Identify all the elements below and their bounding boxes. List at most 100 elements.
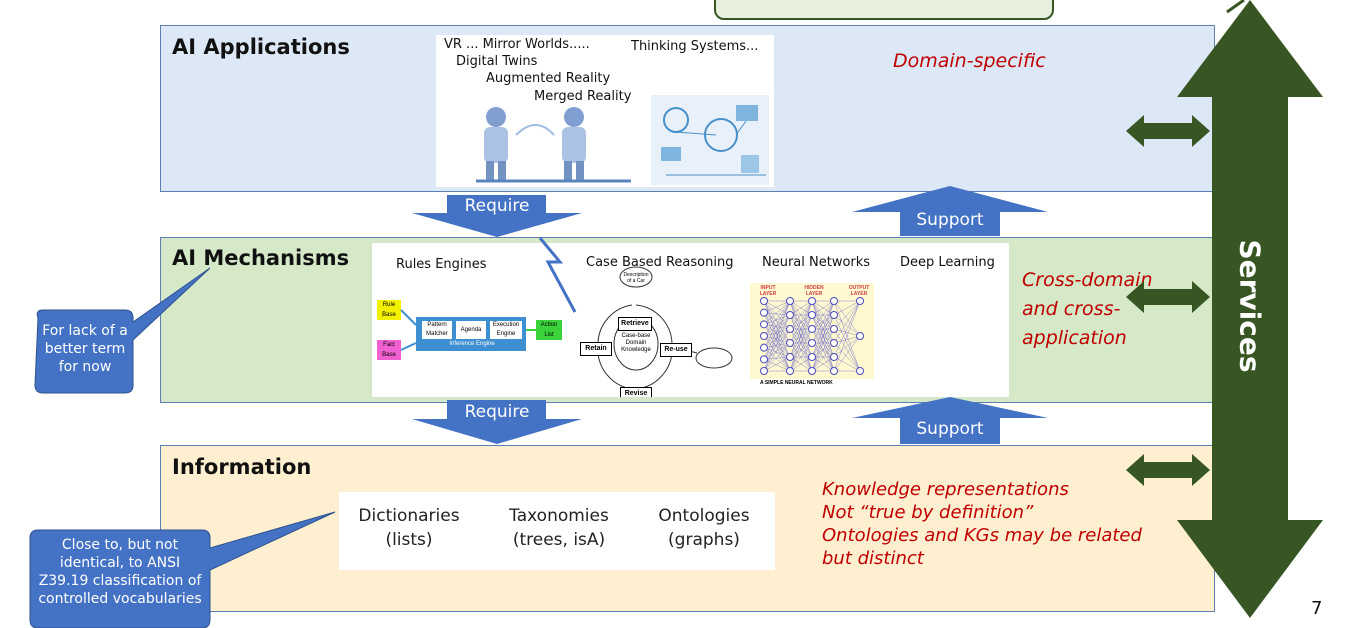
nn-node [808, 367, 816, 375]
agenda-box: Agenda [456, 321, 486, 339]
nn-edge [833, 300, 861, 316]
digital-twins-label: Digital Twins [456, 54, 538, 69]
nn-edge [763, 314, 791, 348]
nn-edge [763, 314, 791, 325]
callout-information-text: Close to, but not identical, to ANSI Z39… [30, 536, 210, 608]
action-list-box: Action List [536, 320, 562, 340]
nn-node [808, 311, 816, 319]
services-link-mechanisms-arrow [1126, 281, 1210, 313]
nn-output-label: OUTPUT LAYER [848, 285, 870, 297]
ontologies-label: Ontologies [658, 506, 750, 526]
nn-caption: A SIMPLE NEURAL NETWORK [760, 380, 833, 386]
thinking-systems-label: Thinking Systems... [631, 39, 759, 54]
callout-mechanisms-text: For lack of a better term for now [38, 322, 132, 376]
nn-edge [789, 300, 813, 358]
nn-node [830, 311, 838, 319]
nn-node [830, 325, 838, 333]
cbr-revise-box: Revise [620, 387, 652, 397]
nn-edge [763, 356, 791, 372]
nn-edge [833, 314, 861, 337]
lightning-connector [538, 237, 577, 313]
cbr-retain-box: Retain [580, 342, 612, 356]
nn-edge [763, 312, 791, 372]
support-top-arrow [852, 186, 1048, 236]
nn-node [808, 339, 816, 347]
nn-edge [833, 335, 861, 372]
callout-mechanisms-line-3: for now [58, 359, 112, 375]
require-bottom-arrow [412, 400, 582, 444]
nn-edge [763, 328, 791, 337]
nn-input-label: INPUT LAYER [759, 285, 777, 297]
require-bottom-label: Require [464, 402, 530, 422]
nn-edge [833, 300, 861, 358]
nn-edge [763, 314, 791, 337]
nn-edge [833, 328, 861, 337]
information-note-2: Not “true by definition” [822, 502, 1034, 523]
nn-edge [811, 342, 835, 372]
callout-mechanisms-line-2: better term [44, 341, 126, 357]
rule-base-box: Rule Base [377, 300, 401, 320]
nn-edge [763, 300, 791, 313]
nn-edge [811, 300, 835, 372]
nn-edge [763, 335, 791, 372]
domain-specific-note: Domain-specific [893, 50, 1046, 72]
nn-edge [763, 335, 791, 344]
ai-applications-title: AI Applications [172, 35, 350, 59]
nn-node [830, 297, 838, 305]
taxonomies-label: Taxonomies [509, 506, 609, 526]
nn-edge [789, 300, 813, 344]
augmented-reality-label: Augmented Reality [486, 71, 611, 86]
nn-node [856, 332, 864, 340]
nn-edge [811, 300, 835, 316]
cbr-retrieve-box: Retrieve [618, 317, 652, 331]
top-connector-line [1226, 0, 1245, 14]
cross-domain-note-line-3: application [1022, 327, 1127, 349]
nn-edge [763, 300, 791, 372]
nn-node [760, 332, 768, 340]
nn-edge [811, 300, 835, 358]
information-notes: Knowledge representations Not “true by d… [822, 478, 1142, 570]
nn-hidden-label: HIDDEN LAYER [804, 285, 824, 297]
cbr-center-label: Case-base Domain Knowledge [621, 333, 651, 353]
information-types-panel: Dictionaries (lists) Taxonomies (trees, … [339, 492, 775, 570]
merged-reality-label: Merged Reality [534, 89, 632, 104]
callout-mechanisms-shape [34, 267, 211, 394]
nn-edge [811, 314, 835, 372]
nn-edge [763, 324, 791, 358]
nn-edge [811, 300, 835, 330]
taxonomies-sub: (trees, isA) [512, 530, 606, 550]
nn-node [786, 311, 794, 319]
nn-edge [763, 314, 791, 372]
information-note-4: but distinct [822, 548, 924, 569]
nn-edge [763, 314, 791, 360]
nn-node [856, 367, 864, 375]
nn-node [786, 325, 794, 333]
nn-node [786, 367, 794, 375]
nn-edge [833, 300, 861, 372]
require-top-arrow [412, 195, 582, 237]
applications-illustration: VR ... Mirror Worlds..... Thinking Syste… [436, 35, 774, 187]
nn-edge [833, 300, 861, 344]
nn-edge [763, 324, 791, 344]
nn-node [760, 320, 768, 329]
nn-node [830, 339, 838, 347]
nn-node [830, 353, 838, 361]
support-top-label: Support [916, 210, 984, 230]
nn-node [786, 353, 794, 361]
top-remnant-box [714, 0, 1054, 20]
support-bottom-arrow [852, 397, 1048, 444]
nn-edge [763, 342, 791, 372]
nn-node [856, 297, 864, 305]
rules-engines-label: Rules Engines [396, 257, 487, 272]
ontologies-column: Ontologies (graphs) [644, 504, 764, 552]
information-note-3: Ontologies and KGs may be related [822, 525, 1142, 546]
deep-learning-label: Deep Learning [900, 255, 995, 270]
neural-network-graph [760, 297, 864, 375]
nn-edge [763, 312, 791, 344]
dictionaries-sub: (lists) [385, 530, 433, 550]
pattern-matcher-box: Pattern Matcher [422, 321, 452, 339]
dictionaries-column: Dictionaries (lists) [349, 504, 469, 552]
support-bottom-label: Support [916, 419, 984, 439]
nn-node [760, 308, 768, 317]
